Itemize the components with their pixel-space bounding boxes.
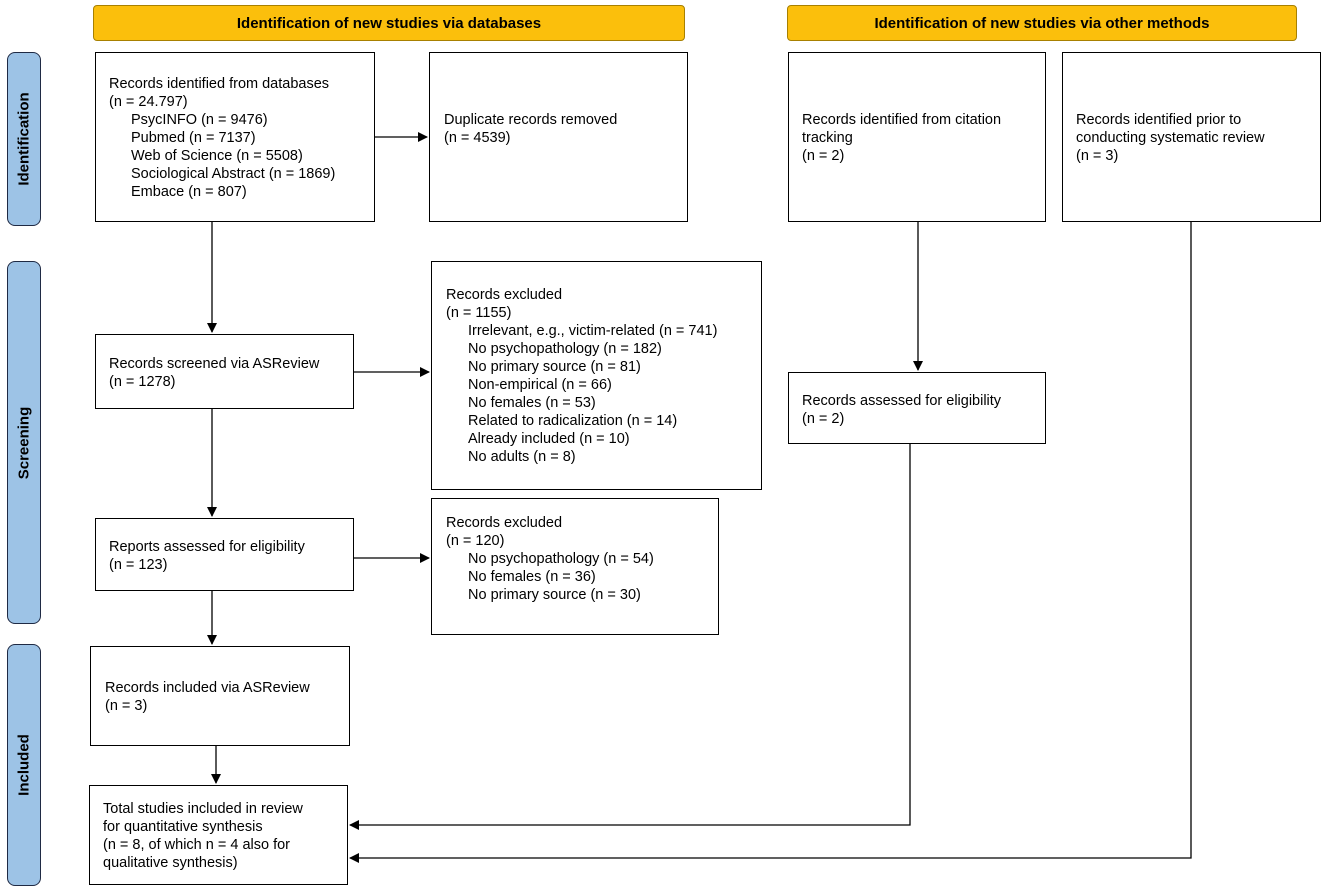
citation-tracking-box: Records identified from citation trackin…: [788, 52, 1046, 222]
records-excluded-box-2: Records excluded (n = 120) No psychopath…: [431, 498, 719, 635]
phase-included: Included: [7, 644, 41, 886]
header-other-methods: Identification of new studies via other …: [787, 5, 1297, 41]
excluded1-reason: Related to radicalization (n = 14): [468, 413, 678, 429]
total-line3: (n = 8, of which n = 4 also for: [103, 837, 290, 853]
other-eligibility-count: (n = 2): [802, 411, 845, 427]
header-databases-label: Identification of new studies via databa…: [236, 14, 542, 32]
db-source-item: PsycINFO (n = 9476): [131, 112, 268, 128]
reports-eligibility-title: Reports assessed for eligibility: [109, 539, 305, 555]
duplicates-title: Duplicate records removed: [444, 112, 618, 128]
db-source-item: Sociological Abstract (n = 1869): [131, 166, 336, 182]
prior-line2: conducting systematic review: [1076, 130, 1265, 146]
records-excluded-box-1: Records excluded (n = 1155) Irrelevant, …: [431, 261, 762, 490]
included-title: Records included via ASReview: [105, 680, 310, 696]
records-from-databases-box: Records identified from databases (n = 2…: [95, 52, 375, 222]
excluded1-reason: Irrelevant, e.g., victim-related (n = 74…: [468, 323, 718, 339]
total-included-box: Total studies included in review for qua…: [89, 785, 348, 885]
total-line4: qualitative synthesis): [103, 855, 238, 871]
other-eligibility-box: Records assessed for eligibility (n = 2): [788, 372, 1046, 444]
phase-identification: Identification: [7, 52, 41, 226]
citation-line2: tracking: [802, 130, 853, 146]
arrow-prior-to-total: [349, 222, 1192, 863]
excluded1-reason: No psychopathology (n = 182): [468, 341, 662, 357]
header-other-methods-label: Identification of new studies via other …: [874, 14, 1210, 32]
citation-line1: Records identified from citation: [802, 112, 1002, 128]
excluded2-reason: No females (n = 36): [468, 569, 596, 585]
reports-eligibility-count: (n = 123): [109, 557, 168, 573]
prior-review-box: Records identified prior to conducting s…: [1062, 52, 1321, 222]
duplicates-removed-box: Duplicate records removed (n = 4539): [429, 52, 688, 222]
excluded1-count: (n = 1155): [446, 305, 512, 321]
db-records-title: Records identified from databases: [109, 76, 330, 92]
excluded2-reason: No primary source (n = 30): [468, 587, 641, 603]
citation-count: (n = 2): [802, 148, 845, 164]
header-databases: Identification of new studies via databa…: [93, 5, 685, 41]
phase-screening: Screening: [7, 261, 41, 624]
db-records-total: (n = 24.797): [109, 94, 188, 110]
total-line1: Total studies included in review: [103, 801, 303, 817]
records-screened-box: Records screened via ASReview (n = 1278): [95, 334, 354, 409]
prior-count: (n = 3): [1076, 148, 1119, 164]
total-line2: for quantitative synthesis: [103, 819, 263, 835]
duplicates-count: (n = 4539): [444, 130, 511, 146]
excluded1-title: Records excluded: [446, 287, 563, 303]
records-included-box: Records included via ASReview (n = 3): [90, 646, 350, 746]
db-source-item: Pubmed (n = 7137): [131, 130, 256, 146]
excluded1-reason: No adults (n = 8): [468, 449, 576, 465]
excluded1-reason: No females (n = 53): [468, 395, 596, 411]
screened-title: Records screened via ASReview: [109, 356, 320, 372]
reports-eligibility-box: Reports assessed for eligibility (n = 12…: [95, 518, 354, 591]
excluded1-reason: Non-empirical (n = 66): [468, 377, 612, 393]
excluded2-count: (n = 120): [446, 533, 505, 549]
other-eligibility-title: Records assessed for eligibility: [802, 393, 1002, 409]
db-source-item: Embace (n = 807): [131, 184, 247, 200]
screened-count: (n = 1278): [109, 374, 176, 390]
included-count: (n = 3): [105, 698, 148, 714]
arrow-eligibility-to-total: [349, 444, 911, 830]
excluded1-reason: No primary source (n = 81): [468, 359, 641, 375]
prior-line1: Records identified prior to: [1076, 112, 1242, 128]
excluded2-title: Records excluded: [446, 515, 563, 531]
excluded1-reason: Already included (n = 10): [468, 431, 630, 447]
db-source-item: Web of Science (n = 5508): [131, 148, 303, 164]
excluded2-reason: No psychopathology (n = 54): [468, 551, 654, 567]
